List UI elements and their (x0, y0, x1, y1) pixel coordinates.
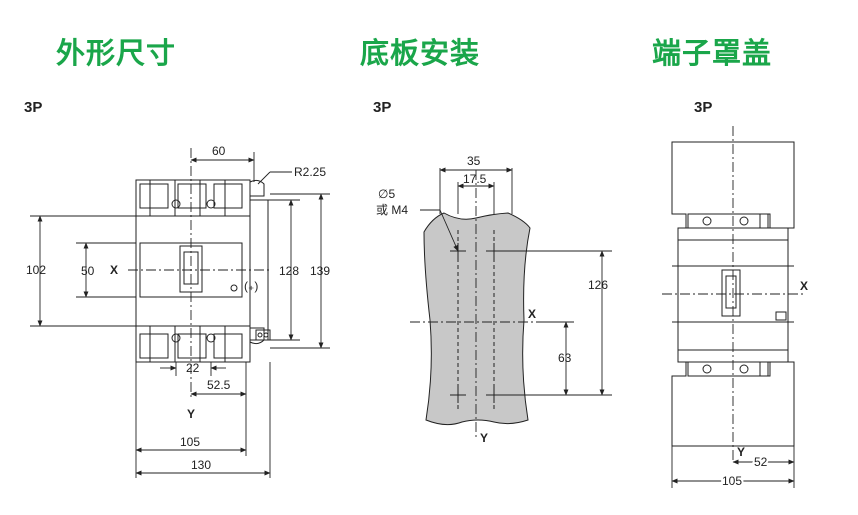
outline-drawing (135, 179, 271, 363)
label-3p-cover: 3P (694, 99, 713, 116)
axis-y-mounting: Y (480, 431, 488, 445)
symbol-mark: (₊) (244, 279, 258, 293)
dim-130: 130 (191, 458, 211, 472)
dim-139: 139 (310, 264, 330, 278)
label-3p-mounting: 3P (373, 99, 392, 116)
axis-x-cover: X (800, 279, 808, 293)
dim-63: 63 (558, 351, 572, 365)
label-3p-outline: 3P (24, 99, 43, 116)
hole-spec-diameter: ∅5 (378, 187, 395, 201)
dim-60: 60 (212, 144, 226, 158)
top-terminal-block (135, 179, 251, 217)
dim-17-5: 17.5 (463, 172, 487, 186)
dim-102: 102 (26, 263, 46, 277)
hole-spec-thread: 或 M4 (376, 203, 408, 217)
dim-105: 105 (180, 435, 200, 449)
heading-outline-dimensions: 外形尺寸 (56, 36, 177, 70)
dim-35: 35 (467, 154, 481, 168)
dim-52: 52 (754, 455, 768, 469)
axis-y-cover: Y (737, 445, 745, 459)
axis-x-mounting: X (528, 307, 536, 321)
dim-22: 22 (186, 361, 200, 375)
dim-50: 50 (81, 264, 95, 278)
mounting-plate-shape (423, 212, 531, 426)
dim-52-5: 52.5 (207, 378, 231, 392)
axis-x-outline: X (110, 263, 118, 277)
heading-mounting-plate: 底板安装 (360, 36, 481, 70)
dim-126: 126 (588, 278, 608, 292)
dim-105-cover: 105 (722, 474, 742, 488)
axis-y-outline: Y (187, 407, 195, 421)
bottom-terminal-block (135, 325, 251, 363)
heading-terminal-cover: 端子罩盖 (652, 36, 773, 70)
dim-128: 128 (279, 264, 299, 278)
dim-radius: R2.25 (294, 165, 326, 179)
breaker-body (135, 179, 251, 363)
